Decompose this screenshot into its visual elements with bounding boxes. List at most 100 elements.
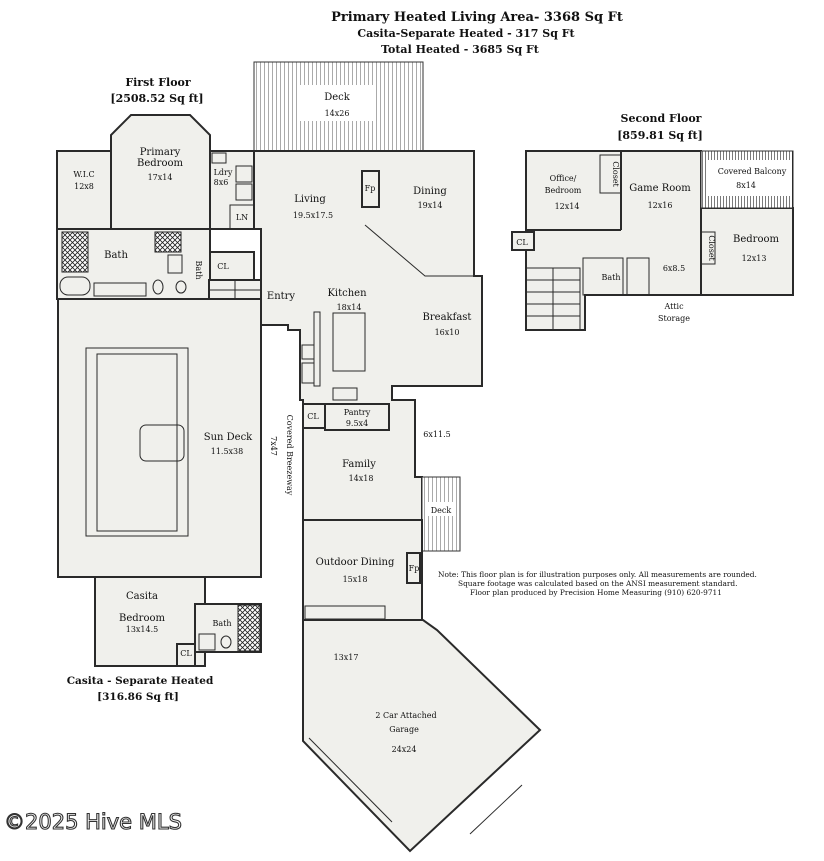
shower-primary-2 [154, 231, 182, 253]
garage-door-left [308, 737, 393, 823]
closet-office-label: Closet [611, 161, 620, 187]
bath-second-label: Bath [601, 273, 620, 282]
pantry-size: 9.5x4 [346, 419, 368, 428]
bedroom-second-size: 12x13 [742, 254, 767, 263]
casita-label: Casita [126, 591, 158, 602]
outdoor-dining-label: Outdoor Dining [316, 557, 395, 568]
ln-label: LN [236, 213, 248, 222]
bedroom-second-label: Bedroom [733, 234, 779, 245]
attic-label-2: Storage [658, 314, 690, 323]
closet-office [599, 154, 622, 194]
bathtub-primary [59, 276, 91, 296]
pantry-label: Pantry [344, 408, 371, 417]
shower-casita [237, 604, 261, 652]
room-pantry [324, 403, 390, 431]
hall-size: 6x11.5 [423, 430, 450, 439]
casita-bedroom-size: 13x14.5 [126, 625, 159, 634]
outdoor-dining [302, 519, 423, 621]
office-size: 12x14 [555, 202, 580, 211]
game-room-size: 12x16 [648, 201, 673, 210]
kitchen-label: Kitchen [327, 288, 367, 299]
note-line-2: Square footage was calculated based on t… [458, 579, 737, 588]
family-size: 14x18 [349, 474, 374, 483]
casita-bedroom-label: Bedroom [119, 613, 165, 624]
breezeway-label: Covered Breezeway [285, 415, 294, 496]
kitchen-cooktop [301, 344, 315, 360]
vanity-primary [93, 282, 147, 297]
breezeway-size: 7x47 [269, 436, 278, 456]
small-bath-vanity [167, 254, 183, 274]
garage-label-1: 2 Car Attached [375, 711, 436, 720]
breakfast-label: Breakfast [423, 312, 472, 323]
stair-treads-second [526, 268, 580, 330]
garage-apron-size: 13x17 [334, 653, 359, 662]
living-size: 19.5x17.5 [293, 211, 333, 220]
pool-inner [96, 353, 178, 532]
kitchen-size: 18x14 [337, 303, 362, 312]
fireplace-living-label: Fp [365, 184, 376, 193]
first-floor-title: First Floor [125, 76, 191, 89]
closet-bedroom [700, 231, 716, 265]
room-cl-second [511, 231, 535, 251]
room-laundry [209, 150, 255, 230]
cl-first-label: CL [217, 262, 229, 271]
attic-label-1: Attic [663, 302, 684, 311]
shower-primary [61, 231, 89, 273]
kitchen-range [332, 387, 358, 401]
sun-deck-label: Sun Deck [204, 432, 253, 443]
room-bedroom-second [700, 207, 794, 296]
covered-balcony-size: 8x14 [736, 181, 756, 190]
office-label-1: Office/ [550, 174, 577, 183]
room-wic [56, 150, 112, 230]
room-bath-second [582, 257, 624, 296]
toilet-small [175, 280, 187, 294]
garage-size: 24x24 [392, 745, 417, 754]
dining-label: Dining [413, 186, 447, 197]
header-line-1: Primary Heated Living Area- 3368 Sq Ft [331, 10, 623, 25]
garage-door-right [469, 784, 523, 835]
laundry-sink [211, 152, 227, 164]
washer [235, 165, 253, 183]
garage-label-2: Garage [389, 725, 419, 734]
casita-bath-label: Bath [212, 619, 231, 628]
casita-cl-label: CL [180, 649, 192, 658]
laundry-size: 8x6 [214, 178, 229, 187]
cl-second-label: CL [516, 238, 528, 247]
living-dining-divider [364, 224, 474, 277]
deck-top-size: 14x26 [325, 109, 350, 118]
hall-second-size: 6x8.5 [663, 264, 685, 273]
family-label: Family [342, 459, 376, 470]
cl-pantry-label: CL [307, 412, 319, 421]
header-line-2: Casita-Separate Heated - 317 Sq Ft [357, 27, 575, 40]
casita-section-area: [316.86 Sq ft] [97, 691, 179, 703]
fireplace-outdoor-label: Fp [409, 564, 420, 573]
primary-bedroom-label-1: Primary [140, 147, 181, 158]
covered-balcony-label: Covered Balcony [718, 167, 787, 176]
fireplace-outdoor [406, 552, 421, 584]
outdoor-dining-size: 15x18 [343, 575, 368, 584]
note-line-3: Floor plan produced by Precision Home Me… [470, 588, 722, 597]
kitchen-sink [301, 362, 315, 384]
office-label-2: Bedroom [545, 186, 582, 195]
room-casita [94, 576, 206, 667]
first-floor-area: [2508.52 Sq ft] [110, 92, 203, 105]
living-label: Living [294, 194, 326, 205]
breakfast-size: 16x10 [435, 328, 460, 337]
note-line-1: Note: This floor plan is for illustratio… [438, 570, 757, 579]
second-floor-title: Second Floor [621, 112, 702, 125]
dining-size: 19x14 [418, 201, 443, 210]
casita-section-title: Casita - Separate Heated [67, 675, 214, 687]
watermark: ©2025 Hive MLS [4, 810, 182, 834]
sun-deck-size: 11.5x38 [211, 447, 244, 456]
closet-bedroom-label: Closet [707, 235, 716, 261]
small-bath-label: Bath [194, 260, 203, 279]
primary-bedroom-size: 17x14 [148, 173, 173, 182]
hot-tub [139, 424, 185, 462]
wic-label: W.I.C [73, 170, 94, 179]
game-room-label: Game Room [629, 183, 691, 194]
fireplace-living [361, 170, 380, 208]
toilet-casita [220, 635, 232, 649]
laundry-label: Ldry [214, 168, 233, 177]
dryer [235, 183, 253, 201]
